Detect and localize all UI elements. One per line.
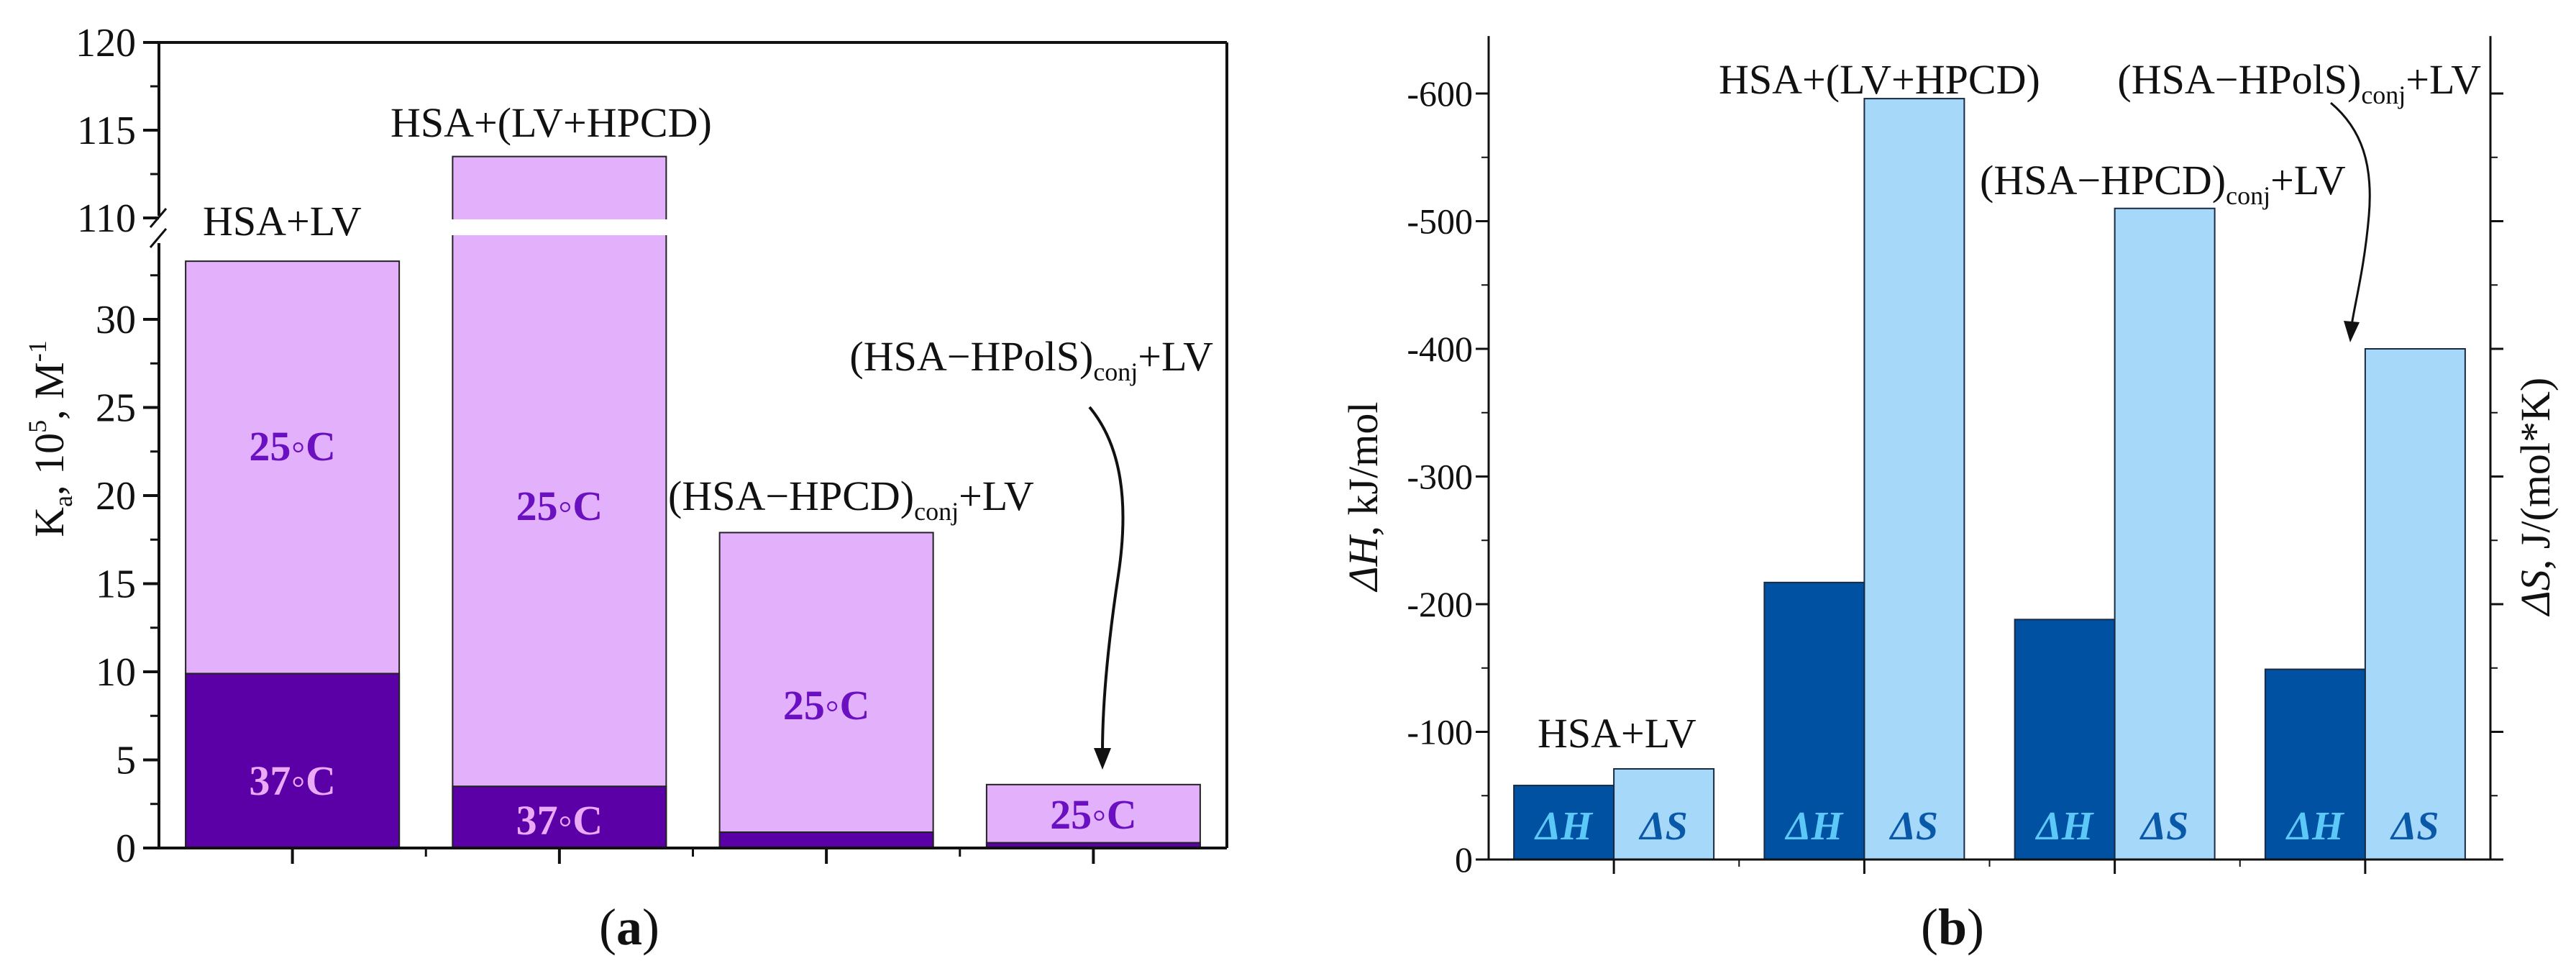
bar-25c bbox=[452, 155, 667, 849]
y-tick-label: -300 bbox=[1407, 457, 1473, 497]
category-annotation: (HSA−HPolS)conj+LV bbox=[849, 333, 1213, 386]
bar-37c bbox=[185, 673, 401, 849]
y-axis-label-part: , 10 bbox=[26, 433, 73, 496]
y-axis-label-sub: a bbox=[49, 496, 78, 507]
category-annotation: HSA+(LV+HPCD) bbox=[1719, 56, 2040, 103]
bar-25c bbox=[985, 783, 1201, 849]
panel-label-paren: ( bbox=[1921, 898, 1938, 956]
y-tick-label: 110 bbox=[77, 196, 136, 241]
category-label-main: HSA+LV bbox=[203, 198, 362, 245]
y-axis-label-sup: -1 bbox=[23, 340, 52, 362]
category-annotation: HSA+LV bbox=[203, 198, 362, 245]
bar-label-delta-h: ΔH bbox=[1534, 804, 1593, 849]
y-axis-label: ΔH, kJ/mol bbox=[1340, 402, 1387, 593]
panel-label-letter: b bbox=[1938, 898, 1967, 956]
y-tick-label: -100 bbox=[1407, 712, 1473, 752]
y-axis-label-symbol: ΔH bbox=[1340, 534, 1387, 592]
bar-label-25c: 25◦C bbox=[249, 423, 335, 470]
bar-delta-s bbox=[1863, 98, 1965, 861]
panel-label-paren: ) bbox=[1967, 898, 1984, 956]
y-tick-label: -400 bbox=[1407, 329, 1473, 369]
bar-label-delta-s: ΔS bbox=[1889, 804, 1938, 849]
category-label-main: HSA+(LV+HPCD) bbox=[1719, 56, 2040, 103]
panel-label-letter: a bbox=[616, 898, 642, 956]
category-label-sub: conj bbox=[2226, 181, 2270, 210]
category-label-main: (HSA−HPolS) bbox=[849, 333, 1093, 380]
category-label-tail: +LV bbox=[959, 473, 1034, 519]
category-label-sub: conj bbox=[2361, 81, 2406, 109]
y2-axis-label-unit: , J/(mol*K) bbox=[2512, 378, 2559, 570]
category-annotation: HSA+(LV+HPCD) bbox=[390, 99, 712, 146]
category-label-tail: +LV bbox=[2270, 157, 2346, 204]
bar-delta-s bbox=[1613, 767, 1715, 860]
y-tick-label: 5 bbox=[116, 739, 136, 783]
bar-37c bbox=[718, 831, 934, 849]
panel-label-paren: ( bbox=[599, 898, 616, 956]
y-tick-label: 10 bbox=[96, 650, 136, 695]
bar-37c bbox=[452, 785, 667, 849]
bar-label-delta-s: ΔS bbox=[2390, 804, 2439, 849]
y-tick-label: 15 bbox=[96, 562, 136, 607]
bar-delta-s bbox=[2114, 207, 2216, 860]
bar-delta-h bbox=[1763, 581, 1865, 860]
y-axis-label-part: K bbox=[26, 507, 73, 537]
y-tick-label: 25 bbox=[96, 386, 136, 431]
y-tick-label: -500 bbox=[1407, 201, 1473, 242]
bar-delta-h bbox=[2014, 619, 2116, 860]
bar-delta-s bbox=[2364, 348, 2466, 860]
category-label-sub: conj bbox=[1093, 357, 1138, 386]
bar-label-37c: 37◦C bbox=[516, 797, 603, 844]
bar-label-delta-s: ΔS bbox=[2139, 804, 2188, 849]
category-label-main: HSA+LV bbox=[1538, 710, 1696, 757]
category-label-tail: +LV bbox=[2406, 56, 2481, 103]
bar-delta-h bbox=[2264, 668, 2366, 861]
y2-axis-label: ΔS, J/(mol*K) bbox=[2512, 378, 2559, 616]
panel-label-paren: ) bbox=[642, 898, 659, 956]
bar-label-25c: 25◦C bbox=[516, 483, 603, 529]
arrow-line bbox=[2330, 101, 2371, 326]
y-tick-label: 0 bbox=[116, 826, 136, 871]
bar-label-delta-s: ΔS bbox=[1638, 804, 1687, 849]
y-tick-label: 115 bbox=[77, 109, 136, 153]
axis-break-mark bbox=[149, 228, 168, 248]
y-tick-label: -200 bbox=[1407, 584, 1473, 624]
y-tick-label: 30 bbox=[96, 298, 136, 342]
arrow-head-icon bbox=[1094, 748, 1111, 770]
y-axis-label-sup: 5 bbox=[23, 420, 52, 433]
category-label-main: (HSA−HPolS) bbox=[2117, 56, 2361, 103]
panel-b-chart: ΔH ΔS ΔH ΔS ΔH ΔS ΔH ΔS 0 -100 -200 -300 -400 -500 -60… bbox=[1340, 36, 2559, 956]
axis-break-gap bbox=[431, 219, 683, 235]
category-label-tail: +LV bbox=[1138, 333, 1213, 380]
category-annotation: (HSA−HPolS)conj+LV bbox=[2117, 56, 2481, 109]
bar-label-delta-h: ΔH bbox=[2285, 804, 2344, 849]
bar-label-delta-h: ΔH bbox=[2035, 804, 2094, 849]
category-label-main: (HSA−HPCD) bbox=[668, 473, 914, 519]
y-axis-label: Ka, 105, M-1 bbox=[23, 340, 78, 537]
arrow-line bbox=[1088, 406, 1125, 752]
panel-label-a: (a) bbox=[599, 898, 659, 956]
category-label-main: HSA+(LV+HPCD) bbox=[390, 99, 712, 146]
category-annotation: (HSA−HPCD)conj+LV bbox=[1980, 157, 2346, 210]
bar-label-25c: 25◦C bbox=[783, 682, 869, 729]
y-axis-label-unit: , kJ/mol bbox=[1340, 402, 1387, 537]
panel-a-chart: 0 5 10 15 20 25 30 110 115 120 25◦C 37◦C 25◦C 37◦C 25◦… bbox=[23, 21, 1228, 956]
arrow-head-icon bbox=[2344, 321, 2360, 342]
y2-axis-label-symbol: ΔS bbox=[2512, 570, 2559, 616]
category-label-sub: conj bbox=[914, 497, 959, 526]
category-annotation: HSA+LV bbox=[1538, 710, 1696, 757]
y-tick-label: -600 bbox=[1407, 73, 1473, 114]
bar-label-37c: 37◦C bbox=[249, 757, 335, 804]
bar-label-25c: 25◦C bbox=[1050, 791, 1136, 838]
category-label-main: (HSA−HPCD) bbox=[1980, 157, 2226, 204]
bar-25c bbox=[718, 532, 934, 849]
category-annotation: (HSA−HPCD)conj+LV bbox=[668, 473, 1034, 526]
bar-label-delta-h: ΔH bbox=[1785, 804, 1844, 849]
y-tick-label: 0 bbox=[1455, 839, 1473, 880]
y-tick-label: 20 bbox=[96, 474, 136, 519]
y-axis-label-part: , M bbox=[26, 362, 73, 420]
y-tick-label: 120 bbox=[76, 21, 136, 65]
panel-label-b: (b) bbox=[1921, 898, 1984, 956]
